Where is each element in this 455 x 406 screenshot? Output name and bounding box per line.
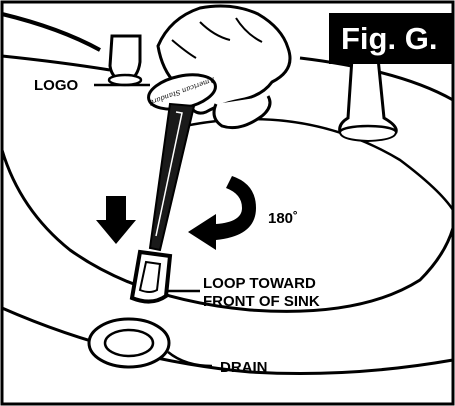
sink-front-curve [1, 306, 454, 375]
loop-callout-line2: FRONT OF SINK [203, 293, 320, 310]
figure-label: Fig. G. [341, 21, 437, 56]
basin-outline [0, 149, 455, 313]
stopper-loop-inner [138, 260, 162, 293]
stopper-shaft-highlight [155, 111, 183, 237]
sink-back-edge [1, 12, 101, 52]
thumb [212, 95, 272, 130]
arrow-down-icon [96, 196, 136, 244]
rotation-callout: 180˚ [268, 210, 298, 227]
figure-label-box [329, 13, 453, 64]
curved-arrow-icon [188, 176, 256, 250]
sink-rim-right [299, 56, 454, 102]
left-faucet-base [107, 73, 143, 87]
right-faucet-base-ring [339, 131, 397, 143]
loop-callout-line1: LOOP TOWARD [203, 275, 316, 292]
drain-callout: DRAIN [220, 359, 268, 376]
drain-leader-line [167, 351, 213, 368]
finger-lines [171, 17, 263, 59]
logo-callout: LOGO [34, 77, 78, 94]
sink-rim-upper [1, 54, 111, 72]
drain-opening [103, 328, 155, 358]
